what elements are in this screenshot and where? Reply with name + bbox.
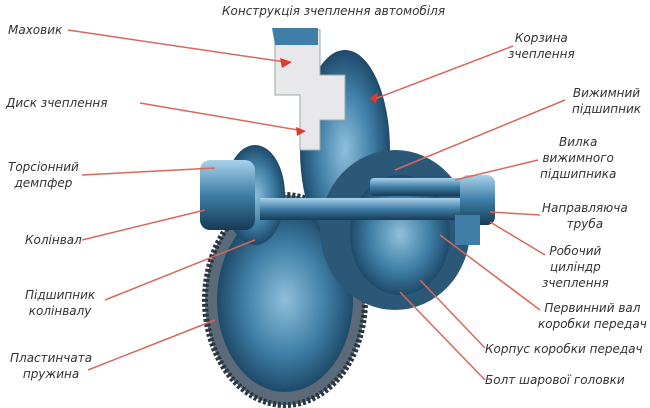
label-line: Первинний вал bbox=[544, 301, 641, 315]
label-line: коробки передач bbox=[538, 317, 647, 331]
label-plate-spring: Пластинчата пружина bbox=[10, 350, 92, 382]
arrow-markers bbox=[280, 58, 378, 136]
label-line: зчеплення bbox=[508, 47, 575, 61]
label-crank-bearing: Підшипник колінвалу bbox=[25, 287, 95, 319]
label-line: Підшипник bbox=[25, 288, 96, 302]
label-slave-cylinder: Робочий циліндр зчеплення bbox=[542, 243, 609, 291]
label-torsion-damper: Торсіонний демпфер bbox=[8, 159, 79, 191]
label-line: колінвалу bbox=[28, 304, 92, 318]
label-line: підшипник bbox=[572, 102, 641, 116]
flywheel-cutaway bbox=[272, 28, 346, 151]
label-clutch-disc: Диск зчеплення bbox=[6, 96, 108, 110]
diagram-title: Конструкція зчеплення автомобіля bbox=[222, 4, 446, 18]
label-line: Вилка bbox=[559, 135, 598, 149]
label-line: Робочий bbox=[549, 244, 602, 258]
label-line: Корзина bbox=[514, 31, 568, 45]
torsion-damper bbox=[200, 145, 285, 245]
label-line: зчеплення bbox=[542, 276, 609, 290]
label-input-shaft: Первинний вал коробки передач bbox=[538, 300, 647, 332]
label-guide-tube: Направляюча труба bbox=[542, 200, 628, 232]
label-line: Вижимний bbox=[572, 86, 641, 100]
label-release-bearing: Вижимний підшипник bbox=[572, 85, 641, 117]
label-ball-bolt: Болт шарової головки bbox=[485, 373, 625, 387]
label-crankshaft: Колінвал bbox=[25, 233, 82, 247]
label-release-fork: Вилка вижимного підшипника bbox=[540, 134, 616, 182]
label-line: Пластинчата bbox=[10, 351, 93, 365]
label-line: демпфер bbox=[14, 176, 73, 190]
label-line: Направляюча bbox=[542, 201, 628, 215]
label-line: циліндр bbox=[549, 260, 601, 274]
label-line: пружина bbox=[22, 367, 80, 381]
label-clutch-basket: Корзина зчеплення bbox=[508, 30, 575, 62]
label-line: підшипника bbox=[540, 167, 617, 181]
label-line: вижимного bbox=[542, 151, 614, 165]
label-gearbox-housing: Корпус коробки передач bbox=[485, 342, 643, 356]
label-line: труба bbox=[566, 217, 604, 231]
input-shaft bbox=[260, 175, 495, 245]
leader-lines bbox=[67, 29, 566, 381]
label-line: Торсіонний bbox=[8, 160, 79, 174]
label-flywheel: Маховик bbox=[8, 23, 63, 37]
